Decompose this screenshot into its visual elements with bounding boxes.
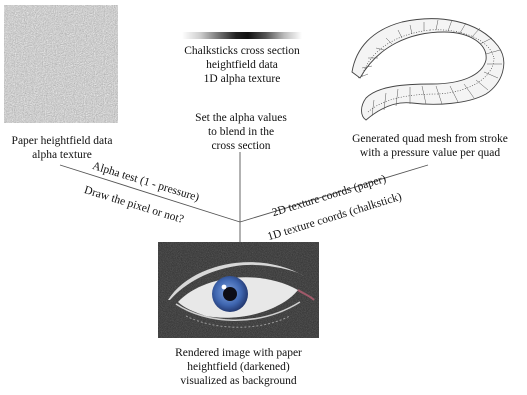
blend-label-line2: to blend in the xyxy=(207,126,275,138)
chalk-label-line3: 1D alpha texture xyxy=(203,73,281,85)
chalk-label-line2: heightfield data xyxy=(206,59,278,71)
blend-alpha-label: Set the alpha values to blend in the cro… xyxy=(176,111,306,153)
paper-texture-label: Paper heightfield data alpha texture xyxy=(0,134,124,162)
blend-label-line1: Set the alpha values xyxy=(195,112,287,124)
rendered-eye-image xyxy=(158,242,319,338)
result-label-line1: Rendered image with paper xyxy=(175,347,302,359)
mesh-label-line2: with a pressure value per quad xyxy=(359,147,501,159)
connector-lines xyxy=(59,152,429,242)
result-label-line2: heightfield (darkened) xyxy=(187,361,290,373)
paper-label-line1: Paper heightfield data xyxy=(11,135,113,147)
quad-mesh-hatching xyxy=(357,19,502,117)
paper-heightfield-texture xyxy=(4,5,118,123)
rendered-image-label: Rendered image with paper heightfield (d… xyxy=(158,346,319,388)
quad-mesh-label: Generated quad mesh from stroke with a p… xyxy=(333,132,527,160)
result-label-line3: visualized as background xyxy=(180,375,297,387)
chalkstick-texture-label: Chalksticks cross section heightfield da… xyxy=(162,44,322,86)
chalkstick-1d-texture xyxy=(182,32,302,39)
paper-label-line2: alpha texture xyxy=(32,149,92,161)
chalk-label-line1: Chalksticks cross section xyxy=(184,45,300,57)
quad-mesh-stroke xyxy=(351,18,505,121)
mesh-label-line1: Generated quad mesh from stroke xyxy=(352,133,508,145)
blend-label-line3: cross section xyxy=(211,140,271,152)
